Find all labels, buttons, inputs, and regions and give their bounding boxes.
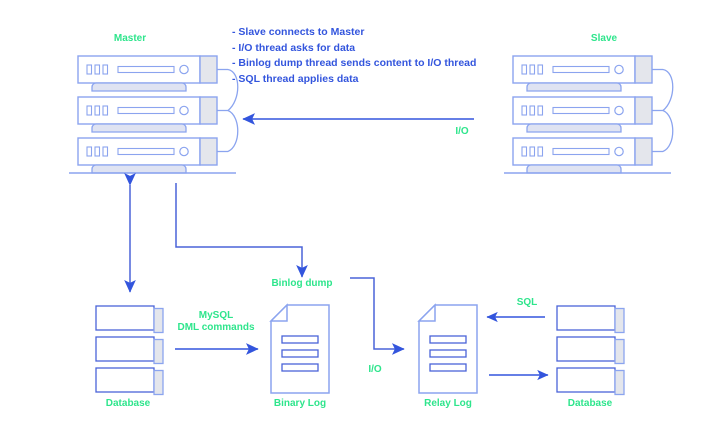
binary-log-label: Binary Log	[273, 398, 327, 409]
arrow-binlogdump-to-relaylog	[350, 277, 405, 355]
relay-log-label: Relay Log	[424, 398, 472, 409]
slave-label: Slave	[590, 33, 618, 44]
master-label: Master	[113, 33, 147, 44]
database-right-label: Database	[567, 398, 613, 409]
database-left-label: Database	[105, 398, 151, 409]
io-top-label: I/O	[455, 126, 469, 137]
mysql-dml-line-2: DML commands	[177, 321, 255, 333]
db-left-icon	[95, 305, 164, 396]
relay-log-icon	[418, 304, 478, 394]
binlog-dump-label: Binlog dump	[271, 278, 333, 289]
step-4: - SQL thread applies data	[232, 72, 359, 85]
arrow-master-to-binlogdump	[175, 183, 308, 278]
binary-log-icon	[270, 304, 330, 394]
io-bottom-label: I/O	[368, 364, 382, 375]
slave-server-icon	[504, 56, 673, 173]
step-2: - I/O thread asks for data	[232, 41, 356, 54]
replication-steps-list: - Slave connects to Master - I/O thread …	[232, 25, 476, 87]
step-3: - Binlog dump thread sends content to I/…	[232, 57, 477, 69]
mysql-dml-line-1: MySQL	[198, 310, 234, 321]
step-1: - Slave connects to Master	[232, 26, 365, 38]
db-right-icon	[556, 305, 625, 396]
mysql-dml-label: MySQL DML commands	[177, 310, 254, 333]
sql-label: SQL	[516, 297, 538, 308]
master-server-icon	[69, 56, 238, 173]
